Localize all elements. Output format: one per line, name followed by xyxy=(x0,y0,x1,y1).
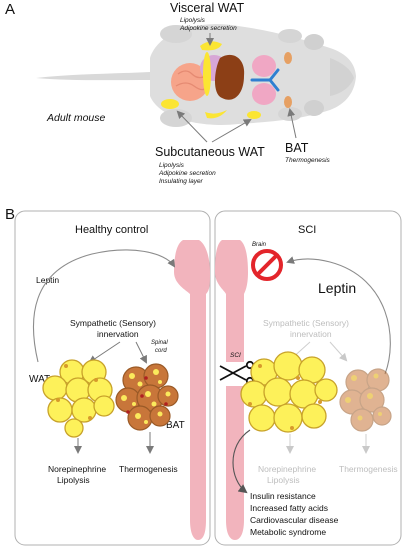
sci-consequence-arrow xyxy=(232,429,251,494)
sci-bat-cluster xyxy=(339,368,392,432)
healthy-innervation-arrow-wat xyxy=(88,341,121,364)
healthy-panel xyxy=(14,210,211,546)
healthy-wat-outcome-line-1: Norepinephrine xyxy=(48,464,106,474)
sci-consequence-1: Insulin resistance xyxy=(250,491,316,501)
healthy-innervation-line-1: Sympathetic (Sensory) xyxy=(70,318,156,328)
sci-injury-label: SCI xyxy=(230,352,241,359)
panel-a-letter: A xyxy=(5,1,15,18)
healthy-wat-outcome-line-2: Lipolysis xyxy=(57,475,90,485)
sci-wat-outcome-line-2: Lipolysis xyxy=(267,475,300,485)
spinal-cord-label-2: cord xyxy=(155,348,167,354)
subcutaneous-wat-title: Subcutaneous WAT xyxy=(155,145,265,159)
healthy-bat-label: BAT xyxy=(166,420,185,431)
bat-arrow xyxy=(287,108,297,139)
sci-consequence-4: Metabolic syndrome xyxy=(250,527,326,537)
visceral-wat-line-2: Adipokine secretion xyxy=(179,25,237,32)
visceral-wat-line-1: Lipolysis xyxy=(180,17,206,24)
spinal-cord-sci xyxy=(215,240,248,540)
sci-title: SCI xyxy=(298,224,316,236)
subcutaneous-arrow-left xyxy=(176,110,208,143)
sci-leptin: Leptin xyxy=(318,280,356,296)
healthy-innervation-arrow-bat xyxy=(135,341,147,364)
healthy-leptin-arrow xyxy=(33,249,176,363)
panel-b-letter: B xyxy=(5,206,15,223)
sci-wat-cluster xyxy=(240,351,338,433)
sci-innervation-line-2: innervation xyxy=(290,329,332,339)
healthy-wat-cluster xyxy=(42,359,115,438)
sci-wat-outcome-line-1: Norepinephrine xyxy=(258,464,316,474)
healthy-title: Healthy control xyxy=(75,224,148,236)
sci-leptin-arrow xyxy=(286,256,391,375)
sci-bat-outcome: Thermogenesis xyxy=(339,464,398,474)
spinal-cord-label-1: Spinal xyxy=(151,340,168,346)
healthy-wat-label: WAT xyxy=(29,374,50,385)
subcutaneous-arrow-right xyxy=(211,118,252,143)
healthy-innervation-line-2: innervation xyxy=(97,329,139,339)
subcutaneous-wat-line-1: Lipolysis xyxy=(159,162,185,169)
sci-consequence-2: Increased fatty acids xyxy=(250,503,328,513)
sci-brain-label: Brain xyxy=(252,242,267,248)
spinal-cord-healthy xyxy=(174,240,210,540)
mouse-illustration xyxy=(36,24,356,127)
subcutaneous-wat-line-3: Insulating layer xyxy=(159,178,204,185)
sci-consequence-3: Cardiovascular disease xyxy=(250,515,339,525)
bat-title: BAT xyxy=(285,141,309,155)
bat-line-1: Thermogenesis xyxy=(285,157,331,164)
sci-innervation-line-1: Sympathetic (Sensory) xyxy=(263,318,349,328)
sci-innervation-arrow-bat xyxy=(329,341,348,362)
adult-mouse-label: Adult mouse xyxy=(46,112,106,124)
visceral-wat-title: Visceral WAT xyxy=(170,1,244,15)
subcutaneous-wat-line-2: Adipokine secretion xyxy=(158,170,216,177)
healthy-bat-outcome: Thermogenesis xyxy=(119,464,178,474)
forbidden-icon xyxy=(251,249,283,281)
